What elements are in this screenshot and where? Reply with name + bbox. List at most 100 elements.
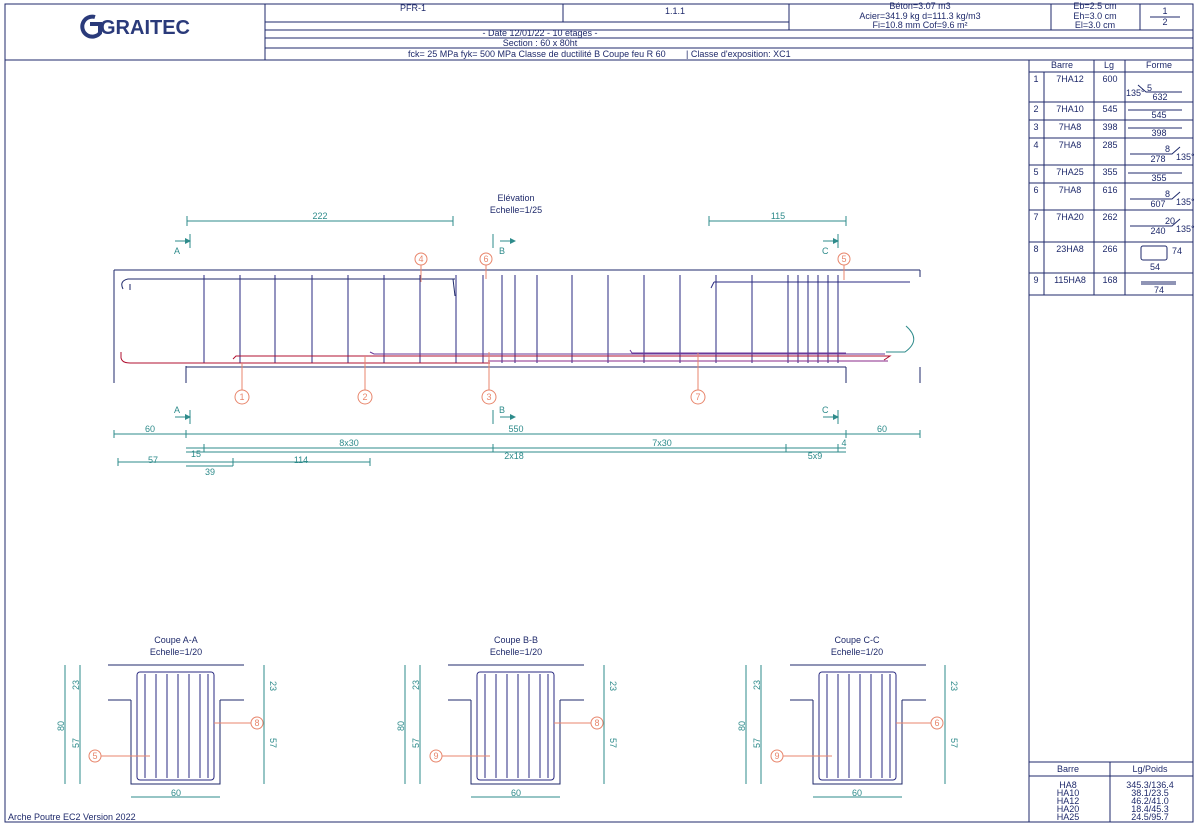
date-floors: - Date 12/01/22 - 10 étages - (482, 28, 597, 38)
row-length: 600 (1102, 74, 1117, 84)
dim-39: 39 (205, 467, 215, 477)
shape-label: 135° (1176, 197, 1195, 207)
cut-marker-c-bottom: C (822, 405, 839, 424)
section-a-top-height: 23 (71, 680, 81, 690)
svg-text:A: A (174, 405, 180, 415)
section-a-a: Coupe A-A Echelle=1/20 80 23 57 23 57 60 (56, 635, 278, 798)
shape-label: 398 (1151, 128, 1166, 138)
svg-text:7: 7 (695, 392, 700, 402)
summary-value: 38.1/23.5 (1131, 788, 1169, 798)
shape-label: 54 (1150, 262, 1160, 272)
sheet-total: 2 (1162, 17, 1167, 27)
dim-8x30: 8x30 (339, 438, 359, 448)
bar-marker-3: 3 (481, 352, 497, 405)
table-header-shape: Forme (1146, 60, 1172, 70)
summary-value: 345.3/136.4 (1126, 780, 1174, 790)
row-bar: 7HA25 (1056, 167, 1084, 177)
sheet-number: 1 (1162, 6, 1167, 16)
svg-text:B: B (499, 405, 505, 415)
row-bar: 7HA20 (1056, 212, 1084, 222)
summary-bar: HA10 (1057, 788, 1080, 798)
row-bar: 7HA8 (1059, 122, 1082, 132)
row-bar: 23HA8 (1056, 244, 1084, 254)
summary-header-weight: Lg/Poids (1132, 764, 1168, 774)
section-a-bottom-height: 57 (71, 738, 81, 748)
row-number: 1 (1033, 74, 1038, 84)
row-length: 545 (1102, 104, 1117, 114)
section-b-marker-right: 8 (594, 718, 599, 728)
dim-4: 4 (841, 438, 846, 448)
shape-label: 545 (1151, 110, 1166, 120)
bar-shape: 74 (1141, 281, 1176, 295)
summary-bar: HA8 (1059, 780, 1077, 790)
section-a-title: Coupe A-A (154, 635, 198, 645)
dim-222: 222 (312, 211, 327, 221)
shape-label: 607 (1150, 199, 1165, 209)
section-c-top-height-right: 23 (949, 681, 959, 691)
row-bar: 115HA8 (1054, 275, 1086, 285)
cover-bottom: Eb=2.5 cm (1073, 1, 1116, 11)
cut-marker-a-bottom: A (174, 405, 191, 424)
row-number: 2 (1033, 104, 1038, 114)
shape-label: 240 (1150, 226, 1165, 236)
section-c-bottom-height: 57 (752, 738, 762, 748)
shape-label: 20 (1165, 216, 1175, 226)
longitudinal-bars (120, 278, 915, 364)
row-length: 355 (1102, 167, 1117, 177)
row-length: 168 (1102, 275, 1117, 285)
table-header-bar: Barre (1051, 60, 1073, 70)
summary-row: HA12 46.2/41.0 (1057, 796, 1169, 806)
section-a-scale: Echelle=1/20 (150, 647, 202, 657)
table-row: 2 7HA10 545 545 (1033, 104, 1182, 120)
svg-text:4: 4 (418, 254, 423, 264)
sheet-frame (4, 3, 1194, 823)
cut-marker-b-bottom: B (492, 405, 516, 424)
summary-bar: HA12 (1057, 796, 1080, 806)
section-b-scale: Echelle=1/20 (490, 647, 542, 657)
shape-label: 135° (1126, 88, 1145, 98)
title-block: GRAITEC PFR-1 1.1.1 Béton=3.07 m3 Acier=… (5, 1, 1193, 61)
shape-label: 135° (1176, 152, 1195, 162)
dim-550: 550 (508, 424, 523, 434)
summary-value: 46.2/41.0 (1131, 796, 1169, 806)
section-c-bottom-height-right: 57 (949, 738, 959, 748)
cut-marker-a-top: A (174, 234, 191, 256)
section-b-bottom-height-right: 57 (608, 738, 618, 748)
section-a-bottom-height-right: 57 (268, 738, 278, 748)
shape-label: 8 (1165, 189, 1170, 199)
shape-label: 74 (1172, 246, 1182, 256)
section-size: Section : 60 x 80ht (503, 38, 578, 48)
dim-60-right: 60 (877, 424, 887, 434)
dim-115: 115 (771, 211, 785, 221)
section-b-marker-left: 9 (433, 751, 438, 761)
svg-text:C: C (822, 405, 829, 415)
svg-text:2: 2 (362, 392, 367, 402)
row-bar: 7HA10 (1056, 104, 1084, 114)
elevation-scale: Echelle=1/25 (490, 205, 542, 215)
cover-top: Eh=3.0 cm (1073, 11, 1116, 21)
row-number: 7 (1033, 212, 1038, 222)
shape-label: 5 (1147, 83, 1152, 93)
elevation-title: Elévation (497, 193, 534, 203)
steel-weight: Acier=341.9 kg d=111.3 kg/m3 (859, 11, 980, 21)
elevation-view: Elévation Echelle=1/25 222 115 A B C (113, 193, 921, 477)
svg-text:C: C (822, 246, 829, 256)
cut-marker-b-top: B (492, 234, 516, 256)
dim-57: 57 (148, 455, 158, 465)
section-c-width: 60 (852, 788, 862, 798)
summary-header-bar: Barre (1057, 764, 1079, 774)
cut-marker-c-top: C (822, 234, 839, 256)
graitec-logo: GRAITEC (80, 14, 190, 39)
section-c-top-height: 23 (752, 680, 762, 690)
